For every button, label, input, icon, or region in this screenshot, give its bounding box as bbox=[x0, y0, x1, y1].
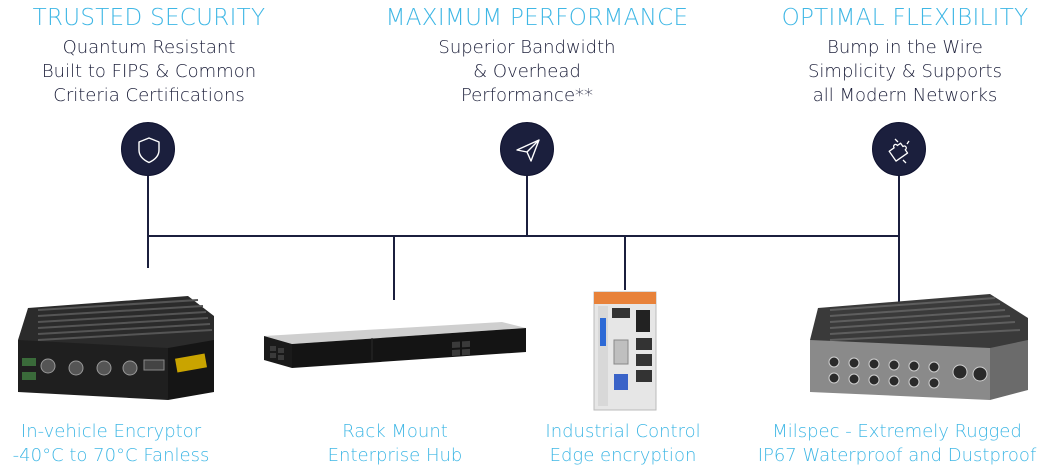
paper-plane-icon bbox=[516, 139, 540, 162]
pillar-heading-flexibility: OPTIMAL FLEXIBILITY bbox=[781, 5, 1029, 31]
connector-line bbox=[624, 235, 626, 290]
industrial-control-image bbox=[593, 291, 657, 411]
product-caption-in-vehicle: In-vehicle Encryptor -40°C to 70°C Fanle… bbox=[12, 421, 210, 466]
flexibility-icon-circle bbox=[872, 122, 926, 176]
in-vehicle-encryptor-image bbox=[18, 296, 214, 400]
pillar-heading-performance: MAXIMUM PERFORMANCE bbox=[385, 5, 689, 31]
milspec-encryptor-image bbox=[810, 294, 1028, 400]
horizontal-bus-line bbox=[147, 235, 900, 237]
product-caption-industrial: Industrial Control Edge encryption bbox=[545, 421, 701, 466]
pillar-heading-security: TRUSTED SECURITY bbox=[32, 5, 266, 31]
connector-line bbox=[526, 176, 528, 236]
performance-icon-circle bbox=[500, 122, 554, 176]
connector-line bbox=[393, 235, 395, 300]
product-caption-rack-mount: Rack Mount Enterprise Hub bbox=[327, 421, 463, 466]
shield-icon bbox=[138, 137, 160, 164]
pillar-desc-performance: Superior Bandwidth & Overhead Performanc… bbox=[438, 37, 616, 106]
connector-line bbox=[147, 176, 149, 268]
pillar-desc-flexibility: Bump in the Wire Simplicity & Supports a… bbox=[807, 37, 1002, 106]
puzzle-icon bbox=[888, 138, 910, 164]
pillar-desc-security: Quantum Resistant Built to FIPS & Common… bbox=[41, 37, 257, 106]
product-caption-milspec: Milspec - Extremely Rugged IP67 Waterpro… bbox=[757, 421, 1037, 466]
connector-line bbox=[898, 176, 900, 306]
rack-mount-hub-image bbox=[264, 322, 526, 368]
security-icon-circle bbox=[121, 122, 175, 176]
